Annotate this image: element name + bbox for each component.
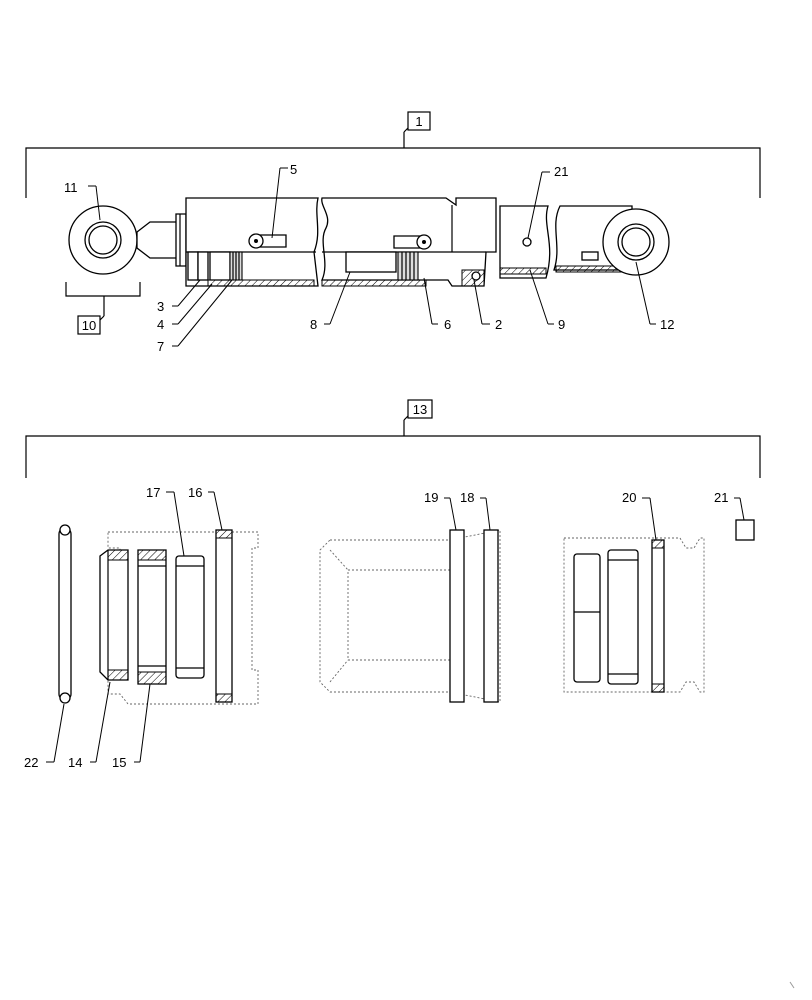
ring-18 bbox=[483, 529, 499, 703]
bracket-13 bbox=[25, 435, 761, 478]
rod-eye-left bbox=[68, 205, 138, 275]
callout-box-10[interactable] bbox=[77, 315, 101, 335]
assembly-cylinder: 1 bbox=[25, 111, 761, 354]
callout-19[interactable]: 19 bbox=[424, 490, 438, 505]
callout-10[interactable]: 10 bbox=[82, 318, 96, 333]
callout-16[interactable]: 16 bbox=[188, 485, 202, 500]
callout-21[interactable]: 21 bbox=[554, 164, 568, 179]
callout-2[interactable]: 2 bbox=[495, 317, 502, 332]
callout-6[interactable]: 6 bbox=[444, 317, 451, 332]
rod-end-taper bbox=[136, 221, 183, 259]
bracket-1 bbox=[25, 147, 761, 198]
ring-16 bbox=[215, 529, 233, 703]
ring-14 bbox=[99, 549, 129, 681]
piston-outline bbox=[319, 529, 501, 703]
ring-19 bbox=[449, 529, 465, 703]
rod-section-middle bbox=[321, 279, 427, 287]
ring-17 bbox=[175, 555, 205, 679]
port-fitting-6 bbox=[393, 234, 432, 250]
ring-15 bbox=[137, 549, 167, 685]
port-fitting-5 bbox=[248, 233, 287, 249]
gland-outline-right bbox=[563, 537, 705, 693]
gland-outline-left bbox=[107, 531, 259, 705]
leaders-top bbox=[88, 167, 656, 347]
callout-5[interactable]: 5 bbox=[290, 162, 297, 177]
ring-20 bbox=[651, 539, 665, 693]
callout-21-kit[interactable]: 21 bbox=[714, 490, 728, 505]
callout-17[interactable]: 17 bbox=[146, 485, 160, 500]
o-ring-22 bbox=[58, 524, 72, 704]
callout-11[interactable]: 11 bbox=[64, 180, 78, 195]
ring-right-a bbox=[573, 553, 601, 683]
check-valve-21 bbox=[522, 237, 532, 247]
callout-15[interactable]: 15 bbox=[112, 755, 126, 770]
callout-13[interactable]: 13 bbox=[413, 402, 427, 417]
ring-right-b bbox=[607, 549, 639, 685]
callout-3[interactable]: 3 bbox=[157, 299, 164, 314]
base-eye-right bbox=[602, 208, 670, 276]
callout-9[interactable]: 9 bbox=[558, 317, 565, 332]
callout-7[interactable]: 7 bbox=[157, 339, 164, 354]
callout-22[interactable]: 22 bbox=[24, 755, 38, 770]
check-valve-21-kit bbox=[735, 519, 755, 541]
callout-8[interactable]: 8 bbox=[310, 317, 317, 332]
callout-18[interactable]: 18 bbox=[460, 490, 474, 505]
callout-12[interactable]: 12 bbox=[660, 317, 674, 332]
bracket-10 bbox=[65, 282, 141, 297]
corner-mark bbox=[789, 981, 795, 989]
leaders-bottom bbox=[46, 491, 745, 763]
callout-1[interactable]: 1 bbox=[415, 114, 422, 129]
rod-section-left bbox=[207, 279, 315, 287]
callout-4[interactable]: 4 bbox=[157, 317, 164, 332]
callout-box-13[interactable] bbox=[407, 399, 433, 419]
callout-20[interactable]: 20 bbox=[622, 490, 636, 505]
assembly-seal-kit: 13 bbox=[24, 399, 761, 770]
callout-box-1[interactable] bbox=[407, 111, 431, 131]
callout-14[interactable]: 14 bbox=[68, 755, 82, 770]
